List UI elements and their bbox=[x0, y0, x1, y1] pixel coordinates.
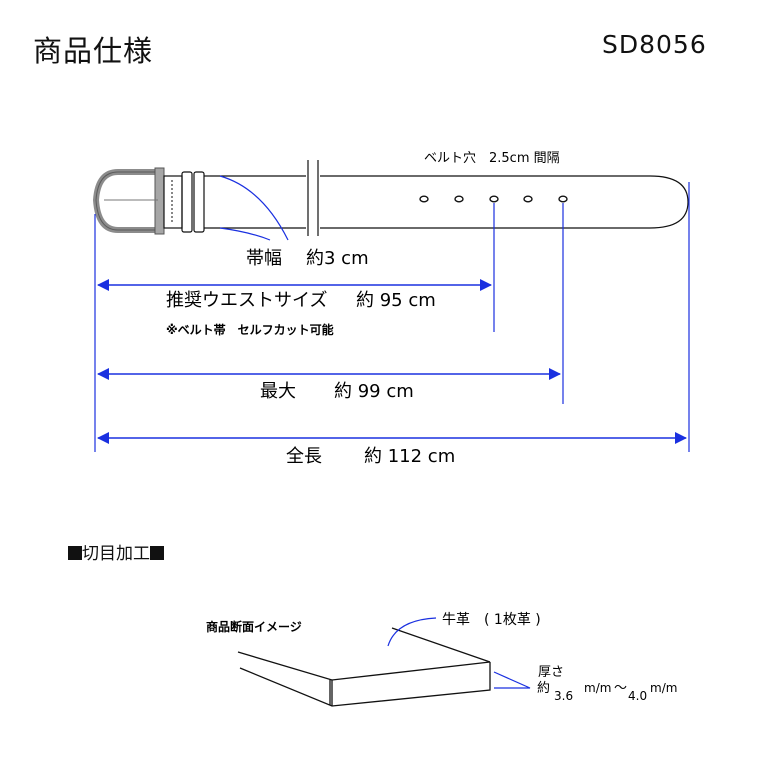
thickness-min: 3.6 bbox=[554, 689, 573, 703]
material-leader bbox=[387, 617, 437, 647]
section-image-label: 商品断面イメージ bbox=[206, 619, 302, 634]
recommended-size-value: 約 95 cm bbox=[356, 290, 436, 311]
thickness-leader bbox=[493, 671, 531, 689]
section-top-face bbox=[237, 651, 491, 681]
material-label: 牛革 bbox=[442, 612, 470, 628]
width-leader-top bbox=[219, 175, 289, 241]
total-length-label: 全長 bbox=[286, 446, 322, 467]
belt-hole bbox=[454, 195, 464, 203]
page-title: 商品仕様 bbox=[33, 34, 154, 68]
cross-section-drawing bbox=[237, 627, 491, 707]
max-size-value: 約 99 cm bbox=[334, 381, 414, 402]
belt-hole bbox=[523, 195, 533, 203]
thickness-prefix: 約 bbox=[537, 681, 550, 696]
strap-tip bbox=[320, 175, 689, 229]
belt-keeper bbox=[181, 171, 193, 233]
recommended-size-label: 推奨ウエストサイズ bbox=[166, 290, 327, 311]
thickness-max: 4.0 bbox=[628, 689, 647, 703]
section-heading-text: 切目加工 bbox=[82, 544, 150, 564]
width-value: 約3 cm bbox=[306, 248, 369, 269]
width-label: 帯幅 bbox=[246, 248, 282, 269]
belt-hole bbox=[558, 195, 568, 203]
thickness-separator: 〜 bbox=[614, 681, 627, 696]
belt-drawing bbox=[92, 160, 689, 236]
guide-lines bbox=[94, 175, 690, 452]
thickness-unit-1: m/m bbox=[584, 681, 611, 695]
buckle-frame-outer bbox=[92, 169, 158, 233]
width-leader-bottom bbox=[219, 227, 271, 241]
square-bullet-icon bbox=[68, 546, 82, 560]
hole-spacing-label: ベルト穴 2.5cm 間隔 bbox=[424, 151, 560, 166]
square-bullet-icon bbox=[150, 546, 164, 560]
thickness-unit-2: m/m bbox=[650, 681, 677, 695]
belt-hole bbox=[489, 195, 499, 203]
section-back-edge bbox=[391, 627, 491, 663]
material-detail: ( 1枚革 ) bbox=[484, 612, 541, 628]
belt-hole bbox=[419, 195, 429, 203]
total-length-value: 約 112 cm bbox=[364, 446, 455, 467]
buckle-bar bbox=[154, 167, 165, 235]
thickness-label: 厚さ bbox=[538, 665, 564, 680]
model-code: SD8056 bbox=[602, 30, 707, 59]
belt-keeper bbox=[193, 171, 205, 233]
strap-fold bbox=[163, 175, 183, 229]
self-cut-note: ※ベルト帯 セルフカット可能 bbox=[166, 322, 334, 337]
buckle-frame-outline bbox=[95, 171, 158, 231]
section-front-face bbox=[239, 662, 491, 707]
max-size-label: 最大 bbox=[260, 381, 296, 402]
section-heading: 切目加工 bbox=[68, 539, 164, 564]
section-guides bbox=[387, 617, 531, 689]
